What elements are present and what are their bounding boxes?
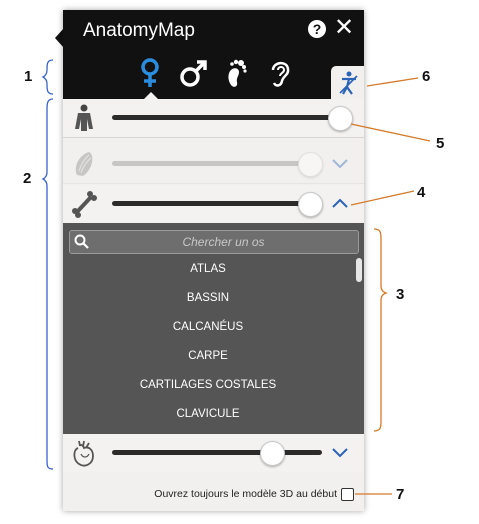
layer-row-bones <box>63 185 364 224</box>
callout-6: 6 <box>422 68 431 85</box>
organs-opacity-slider-knob[interactable] <box>260 441 285 466</box>
callout-1: 1 <box>24 68 33 85</box>
foot-icon <box>228 59 247 87</box>
panel-header: AnatomyMap ? ✕ <box>63 10 364 100</box>
list-item[interactable]: CARTILAGES COSTALES <box>139 379 277 391</box>
callout-7: 7 <box>396 486 405 503</box>
male-icon <box>180 60 207 87</box>
organ-icon <box>73 440 94 467</box>
help-button[interactable]: ? <box>308 20 326 38</box>
ear-icon <box>271 61 290 87</box>
muscle-opacity-slider-knob[interactable] <box>298 152 323 177</box>
tab-indicator <box>143 92 159 100</box>
tab-female[interactable] <box>133 56 167 90</box>
callout-4: 4 <box>417 184 426 201</box>
muscle-opacity-slider-track[interactable] <box>112 161 312 166</box>
accessibility-icon <box>339 71 358 95</box>
bone-icon <box>72 191 97 218</box>
chevron-down-icon[interactable] <box>331 445 349 459</box>
open-3d-model-label: Ouvrez toujours le modèle 3D au début <box>154 488 337 500</box>
body-opacity-slider-knob[interactable] <box>328 106 353 131</box>
tab-male[interactable] <box>177 56 211 90</box>
list-item[interactable]: CLAVICULE <box>176 408 240 420</box>
body-icon <box>75 104 93 131</box>
bones-opacity-slider-track[interactable] <box>112 201 312 206</box>
organs-opacity-slider-track[interactable] <box>112 450 322 455</box>
app-title: AnatomyMap <box>83 20 195 41</box>
muscle-icon <box>75 152 93 176</box>
search-icon <box>74 234 89 249</box>
bone-search[interactable] <box>69 230 359 254</box>
tab-ear[interactable] <box>263 56 297 90</box>
layer-row-body <box>63 99 364 138</box>
bone-list-scrollbar[interactable] <box>356 258 362 282</box>
bone-list: ATLAS BASSIN CALCANÉUS CARPE CARTILAGES … <box>63 255 353 429</box>
anatomy-panel: AnatomyMap ? ✕ <box>63 10 364 511</box>
tab-foot[interactable] <box>219 56 253 90</box>
callout-2: 2 <box>23 170 32 187</box>
bone-list-panel: ATLAS BASSIN CALCANÉUS CARPE CARTILAGES … <box>63 223 364 434</box>
list-item[interactable]: CALCANÉUS <box>172 321 244 333</box>
layer-row-muscle <box>63 145 364 184</box>
accessibility-tab[interactable] <box>331 66 364 99</box>
chevron-up-icon[interactable] <box>331 196 349 210</box>
bones-opacity-slider-knob[interactable] <box>298 192 323 217</box>
open-3d-model-checkbox[interactable] <box>341 488 354 501</box>
chevron-down-icon[interactable] <box>331 156 349 170</box>
layer-row-organs <box>63 434 364 472</box>
list-item[interactable]: BASSIN <box>186 292 230 304</box>
list-item[interactable]: ATLAS <box>190 263 226 275</box>
footer: Ouvrez toujours le modèle 3D au début <box>63 473 364 511</box>
callout-5: 5 <box>436 135 445 152</box>
bone-search-input[interactable] <box>96 231 351 253</box>
close-button[interactable]: ✕ <box>334 14 355 41</box>
body-opacity-slider-track[interactable] <box>112 115 338 120</box>
female-icon <box>141 58 159 87</box>
panel-pointer <box>55 28 64 48</box>
callout-3: 3 <box>396 286 405 303</box>
list-item[interactable]: CARPE <box>188 350 228 362</box>
